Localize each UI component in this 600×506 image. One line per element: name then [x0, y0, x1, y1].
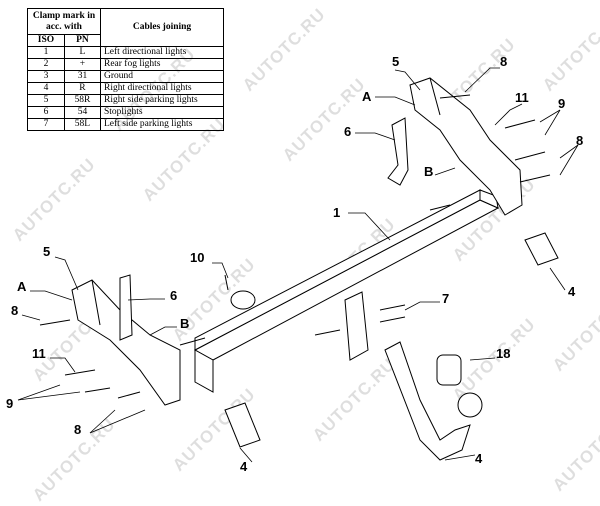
- table-row: 2+Rear fog lights: [27, 58, 224, 71]
- cable-joining-table: Clamp mark in acc. with Cables joining I…: [27, 8, 224, 131]
- part-label: 4: [475, 451, 483, 466]
- pn-header: PN: [63, 34, 102, 47]
- right-bracket: [409, 77, 523, 216]
- cell-iso: 6: [27, 106, 65, 119]
- cell-iso: 4: [27, 82, 65, 95]
- cell-pn: L: [63, 46, 102, 59]
- cell-cable: Ground: [100, 70, 224, 83]
- part-label: 10: [190, 250, 205, 265]
- part-label: A: [362, 89, 372, 104]
- cell-iso: 2: [27, 58, 65, 71]
- cell-iso: 3: [27, 70, 65, 83]
- part-label: B: [424, 164, 434, 179]
- left-support: [119, 274, 133, 341]
- bolts: [39, 94, 551, 399]
- cell-cable: Left directional lights: [100, 46, 224, 59]
- cell-cable: Right side parking lights: [100, 94, 224, 107]
- cell-pn: 58R: [63, 94, 102, 107]
- cell-pn: 31: [63, 70, 102, 83]
- part-label: 4: [240, 459, 248, 474]
- socket: [436, 354, 462, 386]
- part-label: 11: [515, 90, 529, 105]
- cell-iso: 1: [27, 46, 65, 59]
- clamp-mark-header: Clamp mark in acc. with: [27, 8, 101, 35]
- cables-joining-header: Cables joining: [100, 8, 224, 47]
- center-bracket: [344, 291, 369, 361]
- leader-lines: [17, 67, 579, 463]
- part-label: 7: [442, 291, 450, 306]
- clamp: [230, 290, 256, 310]
- part-label: 9: [558, 96, 566, 111]
- cell-cable: Stoplights: [100, 106, 224, 119]
- part-label: 8: [500, 54, 508, 69]
- right-support: [387, 117, 409, 186]
- part-label: B: [180, 316, 190, 331]
- left-bracket: [71, 279, 181, 406]
- cell-pn: 58L: [63, 118, 102, 131]
- part-label: 8: [11, 303, 19, 318]
- tow-arm: [384, 341, 471, 461]
- cell-iso: 5: [27, 94, 65, 107]
- crossbeam-end: [479, 189, 499, 209]
- beam-end-left: [194, 349, 214, 393]
- cell-cable: Right directional lights: [100, 82, 224, 95]
- part-label: 4: [568, 284, 576, 299]
- part-label: A: [17, 279, 27, 294]
- part-label: 8: [576, 133, 584, 148]
- part-label: 9: [6, 396, 14, 411]
- part-label: 1: [333, 205, 341, 220]
- plate-right: [524, 232, 559, 266]
- cell-pn: +: [63, 58, 102, 71]
- cell-iso: 7: [27, 118, 65, 131]
- tow-ball: [457, 392, 483, 418]
- part-label: 6: [344, 124, 352, 139]
- iso-header: ISO: [27, 34, 65, 47]
- cell-pn: R: [63, 82, 102, 95]
- cell-pn: 54: [63, 106, 102, 119]
- part-label: 8: [74, 422, 82, 437]
- part-label: 18: [496, 346, 511, 361]
- cell-cable: Rear fog lights: [100, 58, 224, 71]
- part-label: 6: [170, 288, 178, 303]
- part-label: 5: [392, 54, 400, 69]
- cell-cable: Left side parking lights: [100, 118, 224, 131]
- crossbeam: [193, 199, 500, 361]
- plate-bottom-left: [224, 402, 261, 448]
- towbar-exploded-diagram: [17, 67, 579, 463]
- part-label: 5: [43, 244, 51, 259]
- part-label: 11: [32, 346, 46, 361]
